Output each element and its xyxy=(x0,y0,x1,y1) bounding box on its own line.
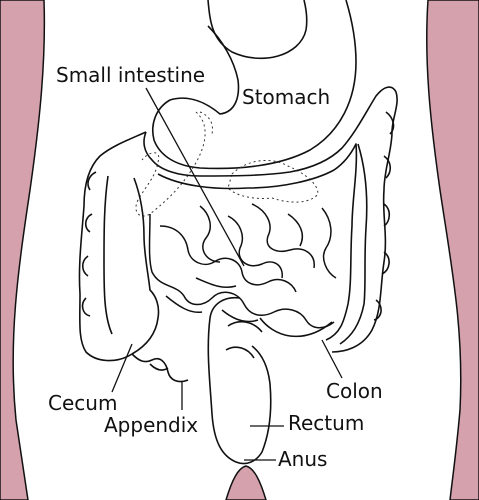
leader-colon xyxy=(321,339,343,379)
labels: Small intestine Stomach Cecum Appendix C… xyxy=(48,63,383,471)
hidden-pancreas xyxy=(135,111,319,217)
label-cecum: Cecum xyxy=(48,391,117,415)
leader-cecum xyxy=(111,343,133,393)
leader-lines xyxy=(111,87,343,461)
label-rectum: Rectum xyxy=(288,411,364,435)
label-small-intestine: Small intestine xyxy=(56,63,205,87)
stomach-organ xyxy=(152,0,357,170)
left-side-skin xyxy=(0,0,46,500)
small-intestine-organ xyxy=(148,203,337,329)
leader-small-intestine xyxy=(145,87,245,267)
colon-organ xyxy=(78,86,398,383)
label-stomach: Stomach xyxy=(242,85,330,109)
label-appendix: Appendix xyxy=(104,413,198,437)
right-side-skin xyxy=(425,0,479,500)
label-colon: Colon xyxy=(326,379,383,403)
crotch-skin xyxy=(225,465,267,500)
label-anus: Anus xyxy=(278,447,327,471)
rectum-organ xyxy=(207,296,333,465)
